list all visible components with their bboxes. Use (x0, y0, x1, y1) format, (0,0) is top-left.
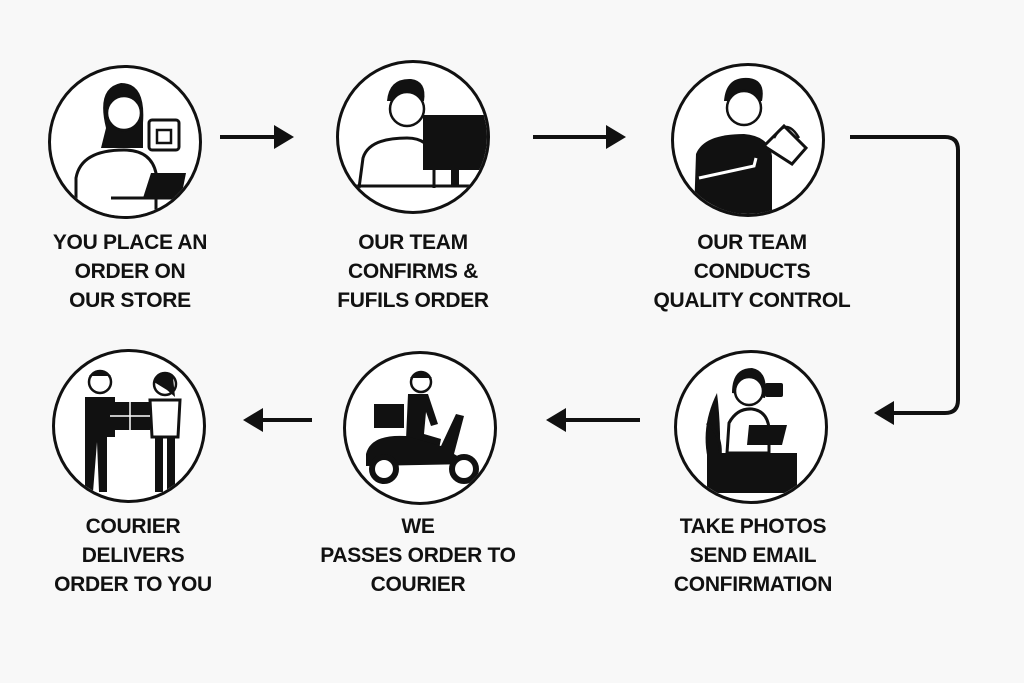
label-line: WE (401, 515, 435, 538)
photographer-laptop-icon (674, 350, 828, 504)
label-line: YOU PLACE AN (52, 231, 208, 254)
step-label-pass-to-courier: WE PASSES ORDER TO COURIER (288, 512, 548, 599)
customer-shopping-laptop-icon (48, 65, 202, 219)
label-line: OUR STORE (69, 289, 191, 312)
label-line: COURIER (85, 515, 181, 538)
label-line: CONFIRMS & (348, 260, 478, 283)
step-label-quality-control: OUR TEAM CONDUCTS QUALITY CONTROL (622, 228, 882, 315)
label-line: SEND EMAIL (689, 544, 817, 567)
label-line: OUR TEAM (697, 231, 807, 254)
inspecting-bag-icon (671, 63, 825, 217)
arrow-step3-to-step4 (850, 135, 960, 425)
scooter-courier-icon (343, 351, 497, 505)
package-handoff-icon (52, 349, 206, 503)
label-line: TAKE PHOTOS (679, 515, 827, 538)
label-line: ORDER TO YOU (54, 573, 212, 596)
step-label-courier-delivers: COURIER DELIVERS ORDER TO YOU (3, 512, 263, 599)
step-label-confirm-fulfil: OUR TEAM CONFIRMS & FUFILS ORDER (283, 228, 543, 315)
label-line: OUR TEAM (358, 231, 468, 254)
label-line: CONDUCTS (693, 260, 811, 283)
step-label-photos-email: TAKE PHOTOS SEND EMAIL CONFIRMATION (623, 512, 883, 599)
label-line: ORDER ON (74, 260, 186, 283)
label-line: DELIVERS (81, 544, 185, 567)
label-line: PASSES ORDER TO (320, 544, 516, 567)
label-line: CONFIRMATION (673, 573, 833, 596)
team-member-computer-icon (336, 60, 490, 214)
label-line: FUFILS ORDER (337, 289, 489, 312)
label-line: COURIER (370, 573, 466, 596)
step-label-place-order: YOU PLACE AN ORDER ON OUR STORE (0, 228, 260, 315)
label-line: QUALITY CONTROL (653, 289, 851, 312)
